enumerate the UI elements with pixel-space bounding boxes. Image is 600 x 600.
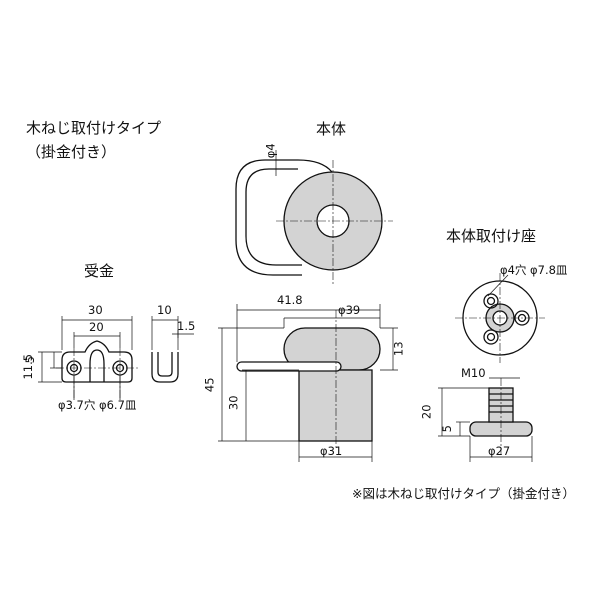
receiver-side-profile bbox=[151, 352, 179, 383]
body-dim-39: φ39 bbox=[338, 303, 361, 317]
mount-hole-spec: φ4穴 φ7.8皿 bbox=[500, 263, 568, 277]
receiver-dim-1-5: 1.5 bbox=[177, 319, 196, 333]
wire-handle-inner bbox=[245, 168, 302, 266]
body-side-view bbox=[218, 304, 398, 462]
body-title: 本体 bbox=[316, 120, 347, 138]
mount-dim-20: 20 bbox=[419, 404, 434, 420]
receiver-dim-20: 20 bbox=[89, 320, 104, 334]
receiver-plate bbox=[61, 340, 133, 383]
body-dim-30: 30 bbox=[226, 395, 241, 411]
body-dim-41-8: 41.8 bbox=[277, 293, 303, 307]
body-dim-13: 13 bbox=[391, 341, 406, 357]
receiver-title: 受金 bbox=[84, 262, 115, 280]
type-title: 木ねじ取付けタイプ bbox=[26, 119, 162, 137]
mount-views bbox=[438, 273, 545, 462]
receiver-loop bbox=[89, 349, 105, 382]
body-dim-wire: φ4 bbox=[263, 143, 278, 159]
mount-dim-5: 5 bbox=[439, 425, 454, 433]
body-cylinder bbox=[298, 369, 373, 442]
mount-dim-m10: M10 bbox=[461, 366, 486, 380]
receiver-dim-10: 10 bbox=[157, 303, 172, 317]
body-top-view bbox=[235, 150, 393, 285]
type-subtitle: （掛金付き） bbox=[26, 143, 117, 161]
wire-handle-outer bbox=[235, 159, 302, 276]
body-dim-45: 45 bbox=[202, 377, 217, 393]
wire-handle-right bbox=[297, 159, 333, 173]
receiver-hole-spec: φ3.7穴 φ6.7皿 bbox=[58, 398, 137, 412]
figure-note: ※図は木ねじ取付けタイプ（掛金付き） bbox=[352, 486, 575, 501]
receiver-dim-30: 30 bbox=[88, 303, 103, 317]
mount-title: 本体取付け座 bbox=[446, 227, 537, 245]
mount-dim-27: φ27 bbox=[488, 444, 511, 458]
receiver-view bbox=[38, 316, 194, 400]
body-dim-31: φ31 bbox=[320, 444, 343, 458]
body-latch-bar bbox=[236, 361, 342, 372]
receiver-dim-5: 5 bbox=[22, 356, 37, 364]
